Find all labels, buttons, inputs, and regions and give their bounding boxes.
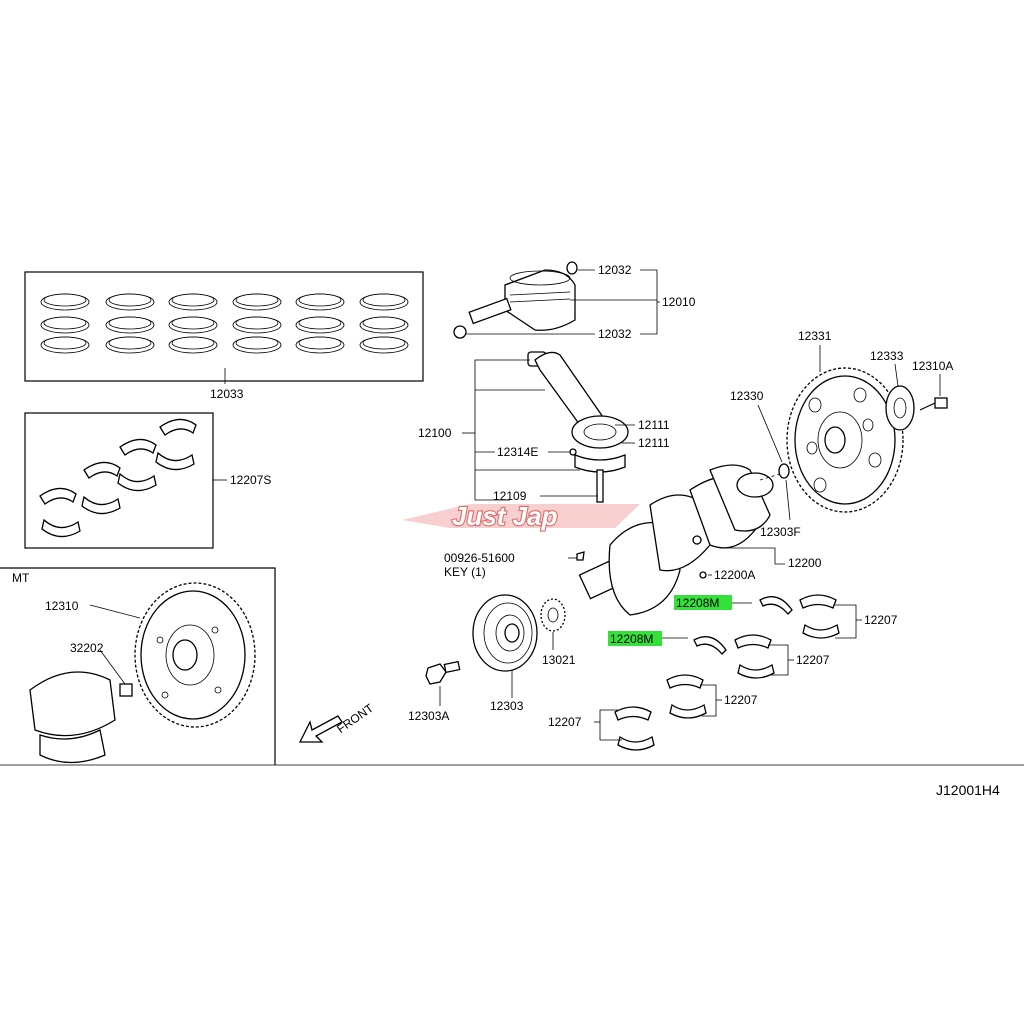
logo-text: Just Jap [452, 501, 558, 531]
bearing-shells [39, 418, 197, 538]
label-12207-c: 12207 [724, 693, 758, 707]
label-12207-d: 12207 [548, 715, 582, 729]
piston [453, 261, 578, 339]
label-12010: 12010 [662, 295, 696, 309]
label-12330: 12330 [730, 389, 764, 403]
crank-pulley [472, 594, 538, 672]
label-12207S: 12207S [230, 473, 271, 487]
label-12033: 12033 [210, 387, 244, 401]
piston-ring-sets [40, 293, 409, 354]
highlight-12208M-a [674, 595, 732, 610]
label-13021: 13021 [542, 653, 576, 667]
crankshaft [578, 464, 774, 616]
mt-flywheel [134, 582, 256, 728]
label-12208M-a: 12208M [676, 596, 719, 610]
label-12200A: 12200A [714, 568, 755, 582]
reinforcement-plate [885, 385, 915, 431]
piston-rings-box [24, 271, 424, 382]
label-12303A: 12303A [408, 709, 449, 723]
pulley-bolt [425, 660, 461, 685]
label-12109: 12109 [493, 489, 527, 503]
main-bearing-pairs [614, 594, 840, 751]
label-12333: 12333 [870, 349, 904, 363]
label-12032-top: 12032 [598, 263, 632, 277]
mt-crank-end [29, 671, 133, 764]
label-00926-51600: 00926-51600 [444, 551, 515, 565]
label-32202: 32202 [70, 641, 104, 655]
front-label: FRONT [334, 701, 376, 737]
flywheel-bolt [919, 397, 948, 411]
label-key: KEY (1) [444, 565, 486, 579]
just-jap-logo: Just Jap [402, 500, 640, 532]
label-12207-a: 12207 [864, 613, 898, 627]
label-12207-b: 12207 [796, 653, 830, 667]
label-12100: 12100 [418, 426, 452, 440]
thrust-washer-a [759, 596, 793, 615]
drawing-code: J12001H4 [936, 782, 1000, 798]
connecting-rod [527, 351, 629, 503]
pilot-bushing [778, 463, 790, 479]
label-12314E: 12314E [497, 445, 538, 459]
section-mt-label: MT [12, 571, 30, 585]
label-12200: 12200 [788, 556, 822, 570]
flywheel [786, 367, 904, 513]
label-12208M-b: 12208M [610, 632, 653, 646]
label-12310A: 12310A [912, 359, 953, 373]
thrust-washer-b [693, 636, 727, 655]
label-12032-bottom: 12032 [598, 327, 632, 341]
label-12331: 12331 [798, 329, 832, 343]
label-12310: 12310 [45, 599, 79, 613]
highlight-12208M-b [608, 631, 662, 646]
bearing-set-box [24, 412, 214, 549]
label-12111-a: 12111 [638, 418, 670, 432]
label-12111-b: 12111 [638, 436, 670, 450]
label-12303F: 12303F [760, 525, 801, 539]
label-12303: 12303 [490, 699, 524, 713]
crank-sprocket [540, 598, 566, 632]
front-arrow-icon [298, 715, 343, 743]
